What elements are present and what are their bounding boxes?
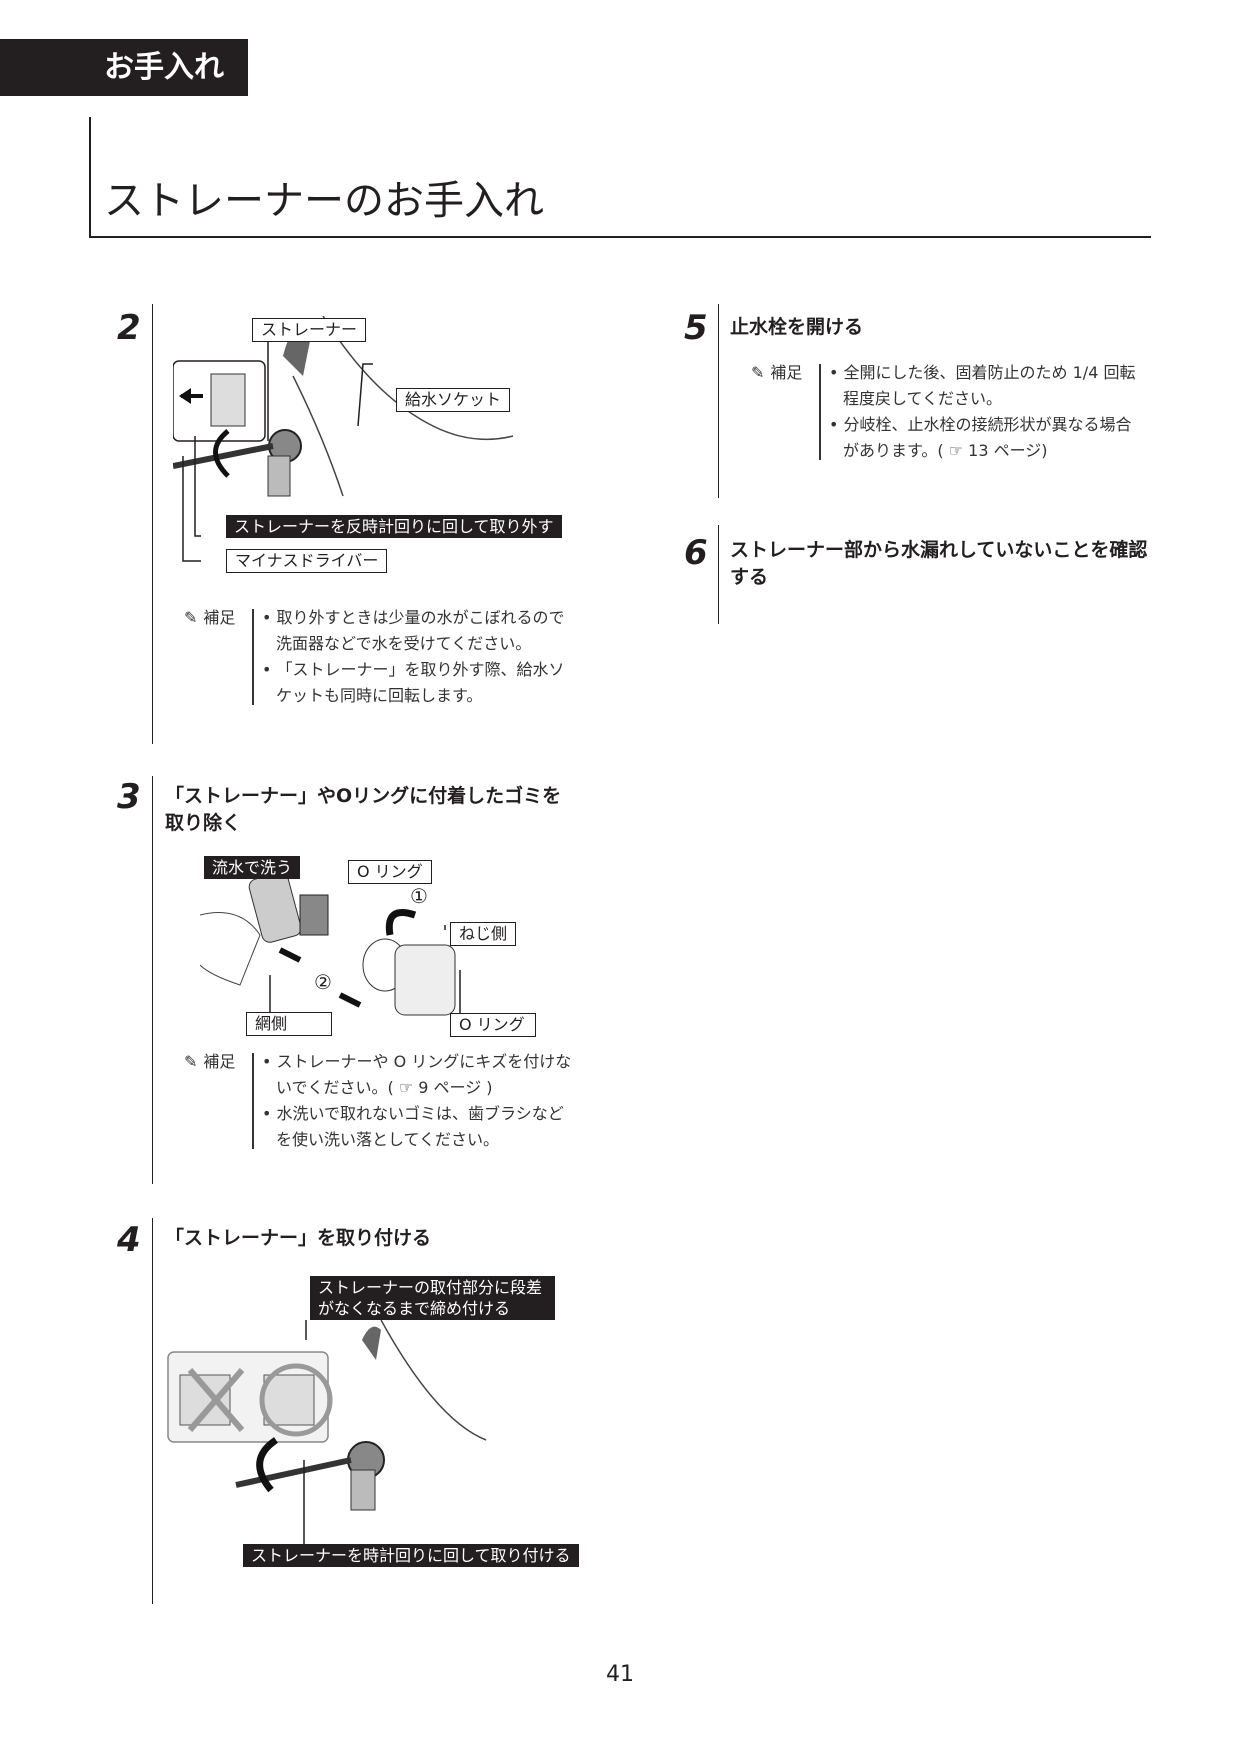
note-item: 取り外すときは少量の水がこぼれるので洗面器などで水を受けてください。 [262, 605, 572, 657]
step-divider [718, 525, 719, 624]
step-divider [152, 304, 153, 744]
label-o-ring-top: O リング [348, 860, 432, 884]
step-number-5: 5 [684, 308, 708, 348]
title-underline [89, 236, 1151, 238]
pencil-icon: ✎ [751, 363, 765, 382]
strainer-removal-illustration [173, 316, 514, 562]
label-o-ring-bottom: O リング [450, 1013, 536, 1037]
step-3-heading: 「ストレーナー」やOリングに付着したゴミを取り除く [165, 785, 562, 834]
strainer-install-illustration [167, 1320, 487, 1550]
note-step-3: ✎ 補足 ストレーナーや O リングにキズを付けないでください。( ☞ 9 ページ… [184, 1049, 584, 1153]
note-step-5: ✎ 補足 全開にした後、固着防止のため 1/4 回転程度戻してください。分岐栓、止… [751, 360, 1151, 464]
title-bar [89, 117, 91, 237]
pencil-icon: ✎ [184, 608, 198, 627]
step-marker-2: ② [314, 970, 332, 994]
note-step-2: ✎ 補足 取り外すときは少量の水がこぼれるので洗面器などで水を受けてください。「ス… [184, 605, 584, 709]
label-wash-running-water: 流水で洗う [204, 856, 301, 879]
label-tighten-instruction: ストレーナーの取付部分に段差 がなくなるまで締め付ける [310, 1276, 555, 1320]
label-install-action: ストレーナーを時計回りに回して取り付ける [243, 1544, 579, 1567]
step-4-heading: 「ストレーナー」を取り付ける [165, 1227, 432, 1249]
step-divider [152, 1218, 153, 1604]
label-remove-action: ストレーナーを反時計回りに回して取り外す [226, 515, 562, 538]
label-water-socket: 給水ソケット [396, 388, 511, 412]
label-screw-side: ねじ側 [450, 922, 517, 946]
section-tab: お手入れ [0, 39, 248, 96]
label-strainer: ストレーナー [252, 318, 367, 342]
page-title: ストレーナーのお手入れ [104, 178, 544, 224]
step-number-6: 6 [684, 533, 708, 573]
note-item: 「ストレーナー」を取り外す際、給水ソケットも同時に回転します。 [262, 657, 572, 709]
note-item: 水洗いで取れないゴミは、歯ブラシなどを使い洗い落としてください。 [262, 1101, 572, 1153]
step-marker-1: ① [410, 884, 428, 908]
note-item: 全開にした後、固着防止のため 1/4 回転程度戻してください。 [829, 360, 1139, 412]
step-divider [152, 776, 153, 1184]
strainer-cleaning-illustration [200, 872, 461, 1025]
step-6-heading: ストレーナー部から水漏れしていないことを確認する [730, 539, 1148, 588]
pencil-icon: ✎ [184, 1052, 198, 1071]
step-5-heading: 止水栓を開ける [730, 316, 864, 338]
step-divider [718, 304, 719, 498]
label-screwdriver: マイナスドライバー [226, 549, 388, 573]
note-label: 補足 [203, 608, 236, 627]
note-label: 補足 [770, 363, 803, 382]
step-number-2: 2 [117, 308, 141, 348]
step-number-4: 4 [117, 1220, 141, 1260]
note-item: ストレーナーや O リングにキズを付けないでください。( ☞ 9 ページ ) [262, 1049, 572, 1101]
label-mesh-side: 網側 [246, 1012, 332, 1036]
note-item: 分岐栓、止水栓の接続形状が異なる場合があります。( ☞ 13 ページ) [829, 412, 1139, 464]
step-number-3: 3 [117, 777, 141, 817]
note-label: 補足 [203, 1052, 236, 1071]
page-number: 41 [606, 1662, 634, 1687]
